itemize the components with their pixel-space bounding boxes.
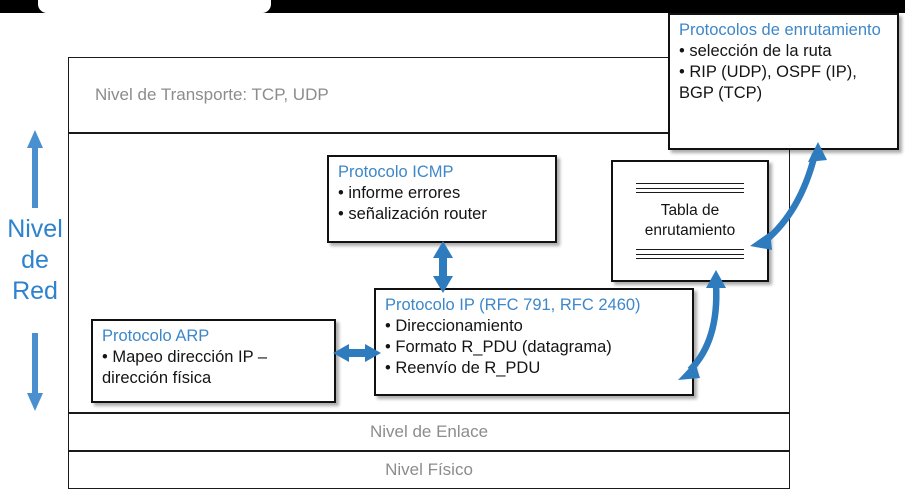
link-layer-label: Nivel de Enlace — [369, 422, 489, 441]
top-notch-shape — [38, 0, 271, 13]
routing-table-line-2: enrutamiento — [644, 221, 736, 239]
ip-bullet: • Formato R_PDU (datagrama) — [385, 338, 612, 356]
rule-line — [636, 253, 744, 255]
link-layer-band: Nivel de Enlace — [68, 413, 790, 451]
rule-line — [636, 187, 744, 189]
document-rules-top — [636, 180, 744, 197]
side-label-line-1: Nivel — [7, 215, 63, 243]
rule-line — [636, 258, 744, 259]
routing-table-line-1: Tabla de — [660, 201, 720, 219]
ip-bullet: • Direccionamiento — [385, 317, 523, 335]
routing-table-document: Tabla de enrutamiento — [611, 160, 769, 282]
side-label-line-2: de — [21, 246, 49, 274]
routing-protocols-box: Protocolos de enrutamiento • selección d… — [668, 13, 899, 150]
ip-title: Protocolo IP (RFC 791, RFC 2460) — [385, 296, 641, 314]
arp-bullet: • Mapeo dirección IP – — [102, 348, 268, 366]
icmp-protocol-box: Protocolo ICMP • informe errores • señal… — [327, 155, 557, 243]
side-label-line-3: Red — [12, 277, 58, 305]
icmp-title: Protocolo ICMP — [338, 163, 454, 181]
icmp-bullet: • señalización router — [338, 205, 487, 223]
routing-protocols-title: Protocolos de enrutamiento — [679, 21, 881, 39]
top-black-bar — [0, 0, 905, 13]
physical-layer-label: Nivel Físico — [385, 460, 473, 479]
routing-protocols-bullet: BGP (TCP) — [679, 84, 763, 102]
ip-bullet: • Reenvío de R_PDU — [385, 359, 541, 377]
transport-layer-label: Nivel de Transporte: TCP, UDP — [95, 85, 329, 104]
routing-protocols-bullet: • selección de la ruta — [679, 42, 832, 60]
arp-title: Protocolo ARP — [102, 327, 210, 345]
arp-bullet: dirección física — [102, 369, 212, 387]
routing-table-text: Tabla de enrutamiento — [645, 201, 735, 241]
rule-line — [636, 249, 744, 250]
rule-line — [636, 183, 744, 184]
network-layer-side-label-group: Nivel de Red — [2, 128, 68, 413]
rule-line — [636, 192, 744, 193]
network-layer-label: Nivel de Red — [2, 214, 68, 307]
document-rules-bottom — [636, 246, 744, 263]
icmp-bullet: • informe errores — [338, 184, 461, 202]
arp-protocol-box: Protocolo ARP • Mapeo dirección IP – dir… — [91, 319, 336, 403]
routing-protocols-bullet: • RIP (UDP), OSPF (IP), — [679, 63, 857, 81]
ip-protocol-box: Protocolo IP (RFC 791, RFC 2460) • Direc… — [374, 288, 694, 396]
double-headed-vertical-arrow-icon — [27, 130, 43, 411]
physical-layer-band: Nivel Físico — [68, 451, 790, 489]
